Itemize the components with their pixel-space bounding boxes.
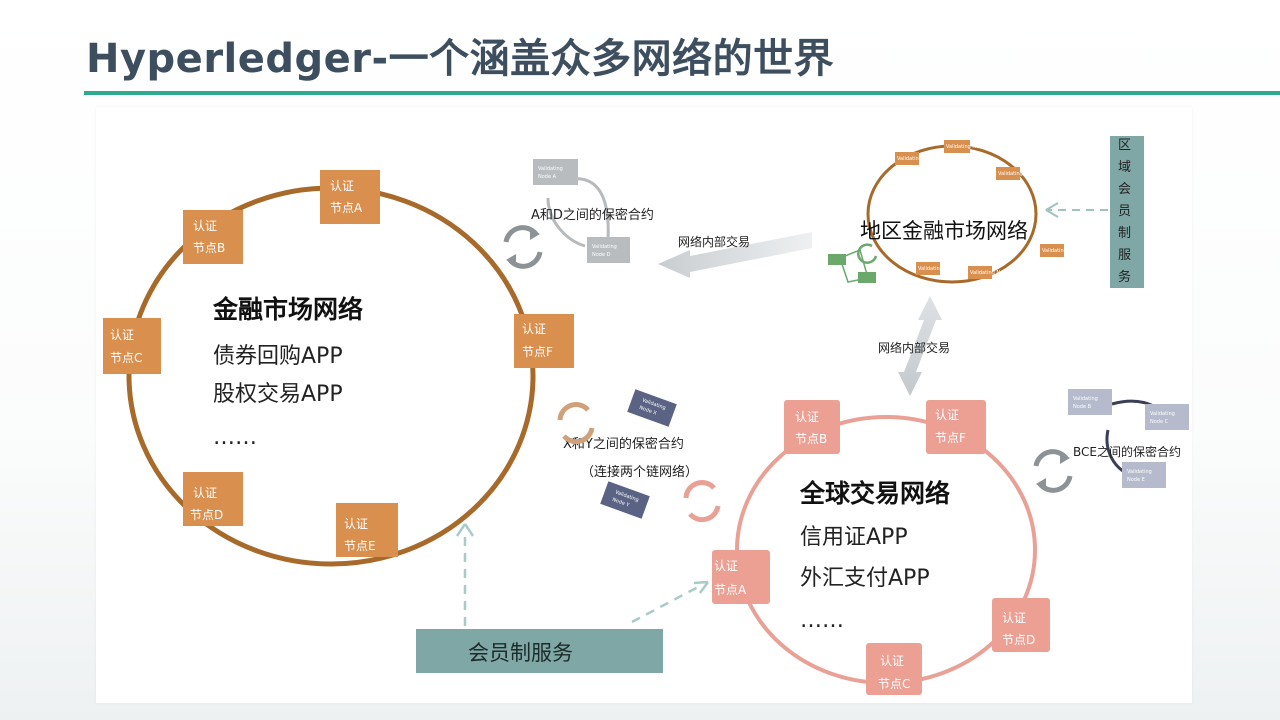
svg-text:认证: 认证	[110, 328, 134, 342]
svg-text:Validating Node: Validating Node	[1042, 248, 1081, 254]
internal-trade-label-left: 网络内部交易	[678, 234, 750, 249]
svg-text:Validating Node: Validating Node	[998, 171, 1037, 177]
internal-trade-label-vertical: 网络内部交易	[878, 340, 950, 355]
financial-node-a: 认证 节点A	[320, 170, 380, 224]
global-network-title: 全球交易网络	[799, 479, 950, 508]
svg-text:区: 区	[1118, 138, 1131, 153]
regional-mini-nodes	[895, 140, 1064, 279]
financial-app-3: ……	[213, 425, 257, 450]
svg-text:认证: 认证	[330, 179, 354, 193]
svg-text:Validating Node: Validating Node	[970, 270, 1009, 276]
global-network: 全球交易网络 信用证APP 外汇支付APP …… 认证 节点B 认证 节点F 认…	[712, 400, 1050, 695]
svg-text:认证: 认证	[193, 486, 217, 500]
financial-network: 金融市场网络 债券回购APP 股权交易APP …… 认证 节点A 认证 节点B …	[103, 170, 574, 567]
financial-node-e: 认证 节点E	[336, 503, 398, 557]
svg-text:认证: 认证	[522, 322, 546, 336]
svg-text:Validating Node: Validating Node	[897, 156, 936, 162]
svg-text:Validating Node: Validating Node	[918, 266, 957, 272]
svg-text:务: 务	[1118, 269, 1131, 285]
global-app-3: ……	[800, 608, 844, 633]
global-node-f: 认证 节点F	[926, 400, 986, 454]
financial-app-1: 债券回购APP	[213, 344, 343, 369]
svg-text:节点B: 节点B	[795, 432, 827, 446]
svg-text:节点D: 节点D	[1002, 633, 1035, 647]
svg-text:Validating: Validating	[1150, 411, 1175, 417]
svg-text:认证: 认证	[344, 517, 368, 531]
contract-ad-label: A和D之间的保密合约	[531, 207, 654, 223]
svg-text:Node A: Node A	[538, 174, 557, 180]
svg-text:认证: 认证	[795, 410, 819, 424]
svg-text:节点A: 节点A	[330, 201, 363, 215]
membership-service-box	[416, 629, 663, 673]
contract-bce-cycle-icon	[1033, 449, 1073, 493]
global-node-c: 认证 节点C	[866, 643, 922, 695]
svg-text:域: 域	[1118, 160, 1131, 175]
svg-text:Node D: Node D	[592, 252, 611, 258]
contract-xy-cycle-icon-2	[683, 480, 721, 523]
regional-mini-contract	[828, 243, 878, 283]
svg-text:Node E: Node E	[1127, 477, 1145, 483]
svg-text:Validating: Validating	[538, 166, 563, 172]
financial-node-d: 认证 节点D	[183, 472, 243, 526]
svg-text:节点F: 节点F	[522, 345, 553, 359]
membership-service-label: 会员制服务	[468, 641, 573, 665]
svg-text:服: 服	[1118, 248, 1131, 263]
contract-xy-label: X和Y之间的保密合约	[563, 436, 684, 452]
regional-network-title: 地区金融市场网络	[860, 219, 1028, 243]
svg-text:节点C: 节点C	[878, 677, 910, 691]
financial-node-c: 认证 节点C	[103, 318, 161, 374]
slide-title: Hyperledger-一个涵盖众多网络的世界	[86, 36, 835, 82]
contract-ad: Validating Node A Validating Node D A和D之…	[503, 159, 654, 269]
internal-trade-arrow-left: 网络内部交易	[658, 232, 812, 278]
svg-text:Validating Node: Validating Node	[946, 144, 985, 150]
regional-network: Validating Node Validating Node Validati…	[828, 140, 1081, 284]
svg-text:节点D: 节点D	[190, 508, 223, 522]
contract-xy-sublabel: （连接两个链网络）	[581, 464, 698, 480]
svg-text:Node B: Node B	[1073, 404, 1092, 410]
regional-network-ring	[866, 144, 1038, 284]
svg-text:节点A: 节点A	[714, 583, 747, 597]
global-node-b: 认证 节点B	[784, 400, 840, 454]
regional-membership-arrow	[1045, 202, 1108, 218]
svg-text:Validating: Validating	[592, 244, 617, 250]
title-underline	[84, 91, 1280, 95]
svg-text:Validating: Validating	[1073, 396, 1098, 402]
svg-text:Validating: Validating	[1127, 469, 1152, 475]
svg-text:会: 会	[1118, 182, 1131, 197]
contract-bce: Validating Node B Validating Node C Vali…	[1033, 389, 1189, 493]
financial-node-f: 认证 节点F	[514, 314, 574, 368]
svg-text:认证: 认证	[714, 559, 738, 573]
financial-network-title: 金融市场网络	[212, 295, 363, 324]
svg-text:节点B: 节点B	[193, 241, 225, 255]
svg-text:节点E: 节点E	[344, 539, 376, 553]
svg-text:认证: 认证	[880, 654, 904, 668]
membership-arrows	[455, 523, 710, 626]
regional-membership-box: 区 域 会 员 制 服 务	[1110, 136, 1144, 288]
contract-bce-label: BCE之间的保密合约	[1073, 444, 1181, 459]
financial-node-b: 认证 节点B	[183, 210, 243, 264]
internal-trade-arrow-vertical: 网络内部交易	[878, 296, 950, 396]
financial-app-2: 股权交易APP	[213, 382, 343, 407]
global-app-1: 信用证APP	[800, 525, 908, 550]
svg-text:认证: 认证	[935, 408, 959, 422]
svg-text:Node C: Node C	[1150, 419, 1169, 425]
global-node-d: 认证 节点D	[992, 598, 1050, 652]
svg-text:员: 员	[1118, 204, 1131, 219]
contract-xy: Validating Node X Validating Node Y X和Y之…	[557, 389, 721, 523]
membership-service: 会员制服务	[416, 629, 663, 673]
contract-ad-cycle-icon	[503, 225, 543, 269]
svg-text:制: 制	[1118, 226, 1131, 241]
global-node-a: 认证 节点A	[712, 550, 770, 604]
svg-text:节点C: 节点C	[110, 351, 142, 365]
global-app-2: 外汇支付APP	[800, 566, 930, 591]
svg-text:认证: 认证	[1002, 611, 1026, 625]
contract-xy-cycle-icon-1	[557, 402, 595, 445]
svg-text:节点F: 节点F	[935, 431, 966, 445]
svg-text:认证: 认证	[193, 219, 217, 233]
